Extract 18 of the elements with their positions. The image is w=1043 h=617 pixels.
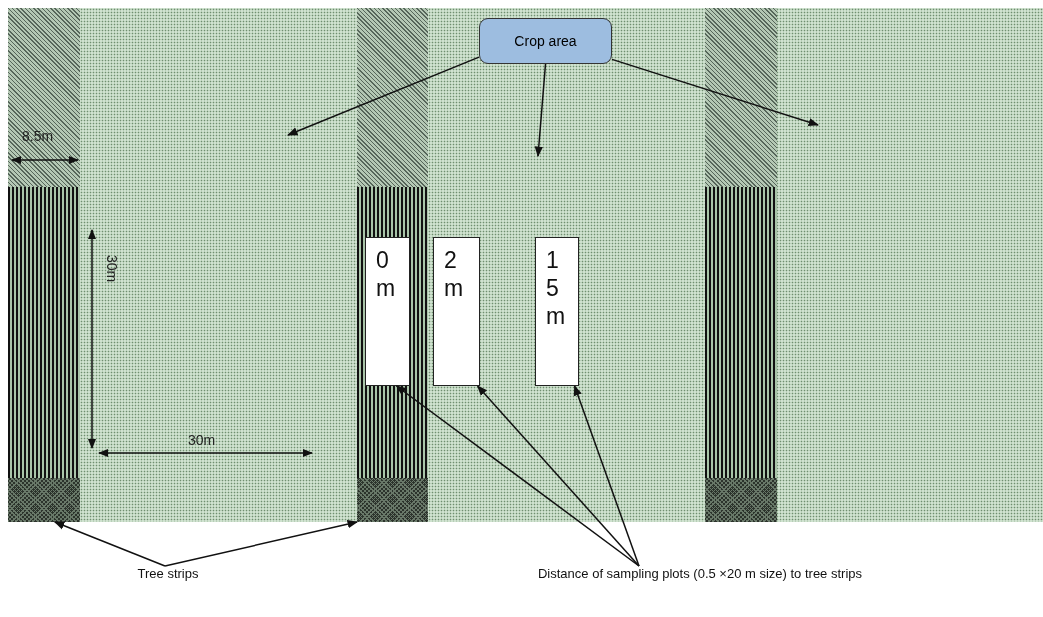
arrow <box>611 58 819 127</box>
leader-line <box>395 385 640 567</box>
tree-strip <box>705 8 777 522</box>
caption-text: Tree strips <box>118 566 218 584</box>
leader-line <box>164 520 358 567</box>
sampling-plot: 2 m <box>433 237 480 386</box>
caption-text: Distance of sampling plots (0.5 ×20 m size) to tree strips <box>395 566 1005 584</box>
leader-line <box>53 521 166 567</box>
tree-strip <box>357 8 428 522</box>
dimension-label: 30m <box>104 255 120 283</box>
sampling-plot: 15 m <box>535 237 579 386</box>
tree-strip <box>8 8 80 522</box>
leader-line <box>573 385 640 567</box>
arrow <box>534 63 547 158</box>
crop-area-box: Crop area <box>479 18 612 64</box>
leader-line <box>476 385 640 567</box>
dimension-label: 30m <box>188 432 216 448</box>
sampling-plot: 0 m <box>365 237 410 386</box>
